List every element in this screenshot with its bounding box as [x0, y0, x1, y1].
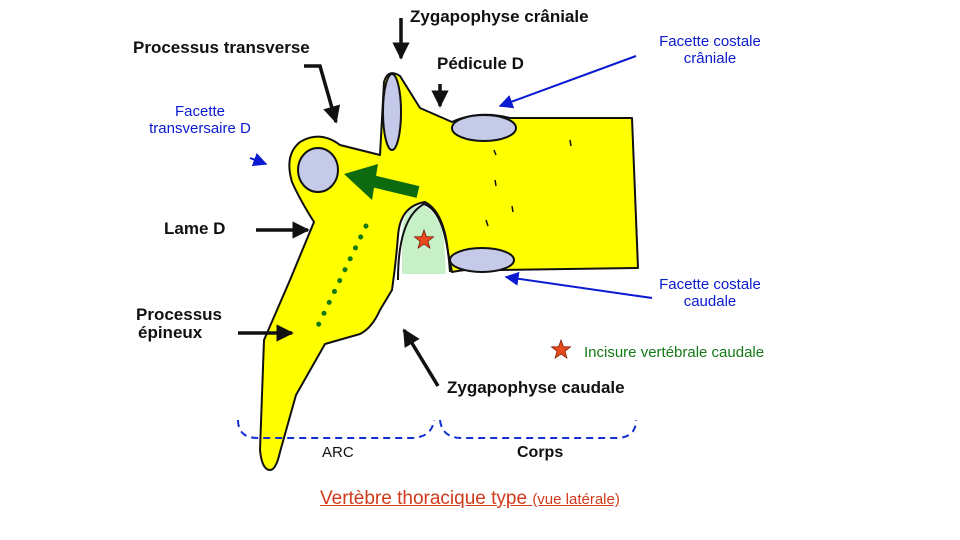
label-lame: Lame D: [164, 219, 226, 238]
title-sub: (vue latérale): [532, 491, 620, 508]
lamina-dotted-line: [311, 223, 369, 337]
bracket-arc: [237, 419, 435, 439]
green-arrow-icon: [344, 164, 420, 200]
blue-arrows: [249, 55, 653, 299]
facette-costale-craniale-facet: [451, 114, 517, 142]
bracket-corps: [439, 419, 637, 439]
incisure-outline: [397, 202, 451, 281]
facette-costale-caudale-facet: [449, 247, 515, 273]
arrow-facette-costale-craniale: [498, 55, 637, 109]
label-facette-costale-caudale-line2: caudale: [683, 293, 737, 311]
black-arrows: [238, 18, 449, 387]
label-processus-epineux-line2: épineux: [138, 322, 203, 342]
arrow-processus-transverse: [304, 64, 341, 124]
label-incisure: Incisure vertébrale caudale: [584, 344, 765, 361]
star-icon: [413, 228, 435, 250]
body-texture: [485, 139, 572, 227]
label-arc: ARC: [322, 444, 354, 461]
label-facette-costale-caudale-line1: Facette costale: [659, 276, 761, 293]
arrow-facette-costale-caudale: [504, 271, 653, 299]
label-facette-costale-craniale: Facette costale crâniale: [640, 33, 780, 68]
label-facette-transversaire-line2: transversaire D: [149, 120, 251, 138]
label-processus-epineux: Processus épineux: [136, 306, 222, 342]
legend-star-icon: [550, 338, 572, 360]
label-zygapophyse-caudale: Zygapophyse caudale: [447, 378, 625, 397]
label-processus-transverse: Processus transverse: [133, 38, 310, 57]
label-corps: Corps: [517, 444, 564, 461]
label-facette-costale-craniale-line1: Facette costale: [659, 33, 761, 50]
arrow-zygapophyse-caudale: [402, 328, 440, 387]
label-facette-transversaire: Facette transversaire D: [130, 103, 270, 138]
label-zygapophyse-craniale: Zygapophyse crâniale: [410, 7, 589, 26]
label-facette-costale-craniale-line2: crâniale: [683, 50, 737, 68]
diagram-title: Vertèbre thoracique type (vue latérale): [320, 488, 620, 510]
label-pedicule: Pédicule D: [437, 54, 524, 73]
label-facette-transversaire-line1: Facette: [174, 103, 226, 120]
facette-transversaire-facet: [297, 147, 339, 193]
label-processus-epineux-line1: Processus: [136, 305, 222, 324]
arrow-facette-transversaire: [249, 153, 268, 167]
title-main: Vertèbre thoracique type: [320, 488, 528, 509]
label-facette-costale-caudale: Facette costale caudale: [640, 276, 780, 311]
zygapophyse-craniale-facet: [382, 73, 402, 151]
brackets: [237, 419, 637, 439]
